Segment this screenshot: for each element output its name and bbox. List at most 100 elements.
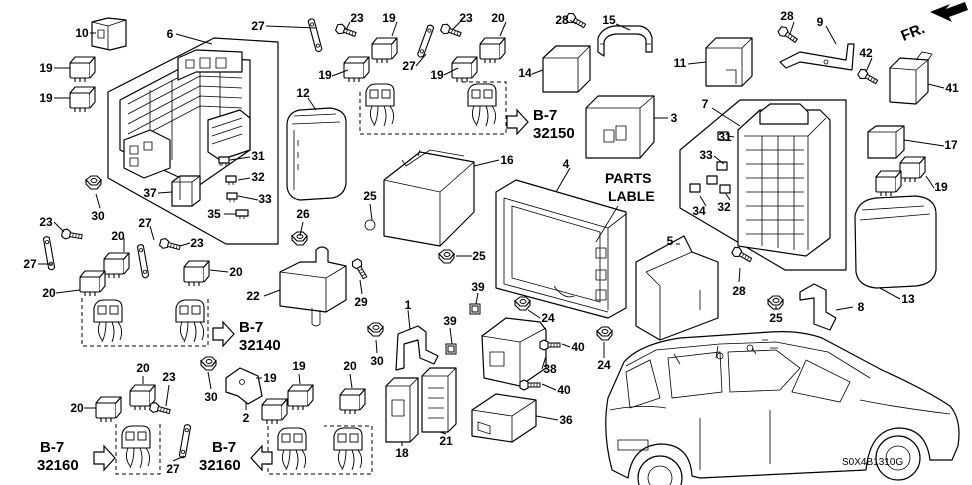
ref-arrow-right-icon bbox=[93, 444, 116, 472]
fuse-box-main bbox=[107, 37, 279, 245]
callout-number: 37 bbox=[143, 186, 157, 200]
callout-number: 36 bbox=[559, 413, 573, 427]
ref-section: B-7 bbox=[533, 107, 557, 124]
callout-number: 11 bbox=[674, 56, 687, 70]
relay-group-right bbox=[854, 125, 937, 289]
callout-number: 42 bbox=[859, 46, 873, 60]
callout-number: 9 bbox=[817, 15, 824, 29]
ref-code: 32160 bbox=[199, 457, 241, 474]
callout-number: 19 bbox=[934, 180, 948, 194]
callout-number: 29 bbox=[354, 295, 368, 309]
top-hardware bbox=[307, 11, 653, 83]
front-arrow-icon bbox=[930, 2, 968, 22]
callout-number: 23 bbox=[459, 11, 473, 25]
callout-number: 39 bbox=[471, 280, 485, 294]
callout-number: 24 bbox=[541, 311, 555, 325]
callout-number: 40 bbox=[557, 383, 571, 397]
ref-b7-32160-left[interactable]: B-7 32160 bbox=[37, 439, 116, 474]
callout-number: 24 bbox=[597, 358, 611, 372]
callout-number: 8 bbox=[858, 300, 865, 314]
ref-arrow-right-icon bbox=[506, 108, 529, 136]
callout-number: 3 bbox=[671, 111, 678, 125]
callout-number: 20 bbox=[491, 11, 505, 25]
vehicle-location-view bbox=[605, 331, 960, 485]
relay-group-left bbox=[69, 17, 127, 113]
hardware-center bbox=[395, 296, 613, 391]
harness-connector-group-top bbox=[359, 81, 507, 135]
callout-number: 23 bbox=[190, 236, 204, 250]
callout-number: 19 bbox=[382, 11, 396, 25]
callout-number: 23 bbox=[350, 11, 364, 25]
callout-number: 27 bbox=[23, 257, 37, 271]
callout-number: 17 bbox=[944, 138, 958, 152]
ref-code: 32150 bbox=[533, 125, 575, 142]
engine-control-module bbox=[438, 179, 627, 319]
callout-number: 15 bbox=[602, 13, 616, 27]
callout-number: 19 bbox=[430, 68, 444, 82]
callout-number: 21 bbox=[439, 434, 453, 448]
callout-number: 31 bbox=[718, 130, 732, 144]
callout-number: 6 bbox=[167, 27, 174, 41]
callout-number: 35 bbox=[207, 207, 221, 221]
callout-number: 19 bbox=[292, 359, 306, 373]
control-unit-22 bbox=[279, 246, 370, 327]
drawing-code: S0X4B1310G bbox=[842, 457, 903, 468]
ref-section: B-7 bbox=[212, 439, 236, 456]
callout-number: 22 bbox=[246, 289, 260, 303]
callout-number: 23 bbox=[162, 370, 176, 384]
control-unit-12 bbox=[286, 107, 347, 201]
callout-number: 20 bbox=[229, 265, 243, 279]
callout-number: 34 bbox=[692, 204, 706, 218]
ref-section: B-7 bbox=[40, 439, 64, 456]
callout-number: 25 bbox=[472, 249, 486, 263]
callout-number: 19 bbox=[39, 91, 53, 105]
control-units-top-right bbox=[542, 24, 933, 159]
callout-number: 13 bbox=[901, 292, 915, 306]
callout-number: 5 bbox=[667, 234, 674, 248]
callout-number: 23 bbox=[39, 215, 53, 229]
callout-number: 32 bbox=[717, 200, 731, 214]
bracket-lower-left bbox=[225, 367, 263, 405]
callout-number: 41 bbox=[945, 81, 959, 95]
callout-number: 20 bbox=[42, 286, 56, 300]
callout-number: 33 bbox=[699, 148, 713, 162]
ref-b7-32150[interactable]: B-7 32150 bbox=[506, 107, 575, 142]
callout-number: 4 bbox=[563, 157, 570, 171]
callout-number: 32 bbox=[251, 170, 265, 184]
callout-number: 27 bbox=[402, 59, 416, 73]
control-unit-16 bbox=[364, 149, 475, 247]
front-direction-marker: FR. bbox=[898, 2, 968, 45]
ref-arrow-right-icon bbox=[212, 320, 235, 348]
callout-number: 40 bbox=[571, 340, 585, 354]
ref-b7-32160-right[interactable]: B-7 32160 bbox=[199, 439, 273, 474]
front-direction-label: FR. bbox=[898, 20, 927, 45]
callout-number: 30 bbox=[204, 390, 218, 404]
ref-section: B-7 bbox=[239, 319, 263, 336]
callout-number: 27 bbox=[166, 462, 180, 476]
callout-number: 16 bbox=[500, 153, 514, 167]
callout-number: 2 bbox=[243, 411, 250, 425]
control-unit-36 bbox=[471, 393, 537, 443]
callout-number: 19 bbox=[39, 61, 53, 75]
callout-number: 39 bbox=[443, 314, 457, 328]
mounting-bracket bbox=[635, 235, 837, 341]
fuse-box-passenger bbox=[679, 99, 847, 271]
leader-lines bbox=[38, 19, 945, 462]
callout-number: 20 bbox=[343, 359, 357, 373]
callout-number: 28 bbox=[732, 284, 746, 298]
callout-number: 19 bbox=[318, 68, 332, 82]
ref-code: 32160 bbox=[37, 457, 79, 474]
callout-number: 27 bbox=[138, 216, 152, 230]
hardware-middle-left bbox=[42, 175, 308, 347]
ref-b7-32140[interactable]: B-7 32140 bbox=[212, 319, 281, 354]
callout-number: 19 bbox=[263, 371, 277, 385]
callout-number: 20 bbox=[70, 401, 84, 415]
callout-number: 1 bbox=[405, 298, 412, 312]
callout-number: 26 bbox=[296, 207, 310, 221]
callout-number: 30 bbox=[91, 209, 105, 223]
callout-number: 7 bbox=[702, 97, 709, 111]
callout-number: 33 bbox=[258, 192, 272, 206]
ref-arrow-left-icon bbox=[250, 444, 273, 472]
